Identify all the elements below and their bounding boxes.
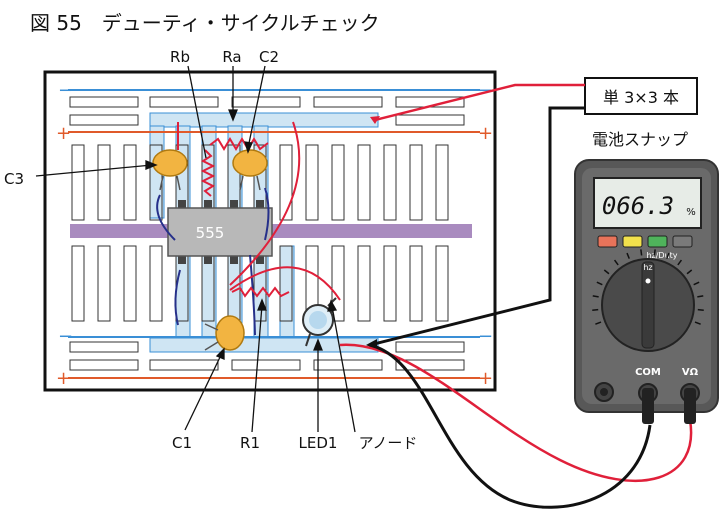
label-pointers [35,65,356,433]
strip-column [409,245,423,322]
meter-com-label: COM [635,367,661,378]
rail-minus-top-right: − [478,80,493,101]
strip-column [71,245,85,322]
probe-black-wire [369,343,652,509]
battery-box [584,77,698,115]
battery-red-wire [374,83,585,122]
rail-minus-bottom-left: − [58,326,73,347]
dial-tick [697,308,704,311]
dial-tick [592,308,599,311]
strip-column [305,144,319,221]
strip-column [97,245,111,322]
meter-button [647,235,668,248]
led1 [302,297,337,347]
battery-snap-label: 電池スナップ [592,130,688,149]
capacitor-c2 [232,149,268,177]
strip-column [357,144,371,221]
rail-minus-bottom-right: − [478,326,493,347]
probe-vohm [684,388,696,424]
meter-button [622,235,643,248]
label-c1: C1 [172,434,192,452]
rail-plus-bottom-left: + [56,368,71,389]
strip-column [97,144,111,221]
label-c3: C3 [4,170,24,188]
capacitor-c3 [152,149,188,177]
dial-tick [653,249,656,256]
strip-column [279,144,293,221]
dial-tick [693,281,700,286]
label-led1: LED1 [299,434,338,452]
meter-vohm-label: VΩ [682,367,699,378]
strip-column [331,144,345,221]
label-ra: Ra [222,48,241,66]
ic-label: 555 [196,224,225,242]
rail-plus-top-right: + [478,123,493,144]
capacitor-c1 [215,315,245,351]
meter-display [593,177,702,229]
strip-column [435,144,449,221]
ic-555: 555 [167,200,273,264]
rail-plus-bottom-right: + [478,368,493,389]
strip-column [71,144,85,221]
strip-column [331,245,345,322]
dial-tick [595,321,602,325]
probe-red-wire [339,343,693,482]
top-rails [68,89,480,133]
capacitors [152,149,268,351]
dial-tick [694,321,701,325]
label-c2: C2 [259,48,279,66]
resistor-rb [200,149,216,197]
meter-unit: % [686,207,696,218]
label-anode: アノード [359,434,418,452]
dial-tick [677,259,683,266]
red-jumpers [177,121,341,301]
multimeter: 066.3 % hz/Duty hz COM VΩ [574,159,719,424]
probe-com [642,388,654,424]
strip-column [383,245,397,322]
meter-reading: 066.3 [602,192,674,220]
battery-red-wire-arrow [370,116,380,124]
rail-plus-top-left: + [56,123,71,144]
meter-function-label: hz/Duty [646,251,677,260]
battery-box-label: 単 3×3 本 [603,88,679,107]
strip-column [123,245,137,322]
strip-column [123,144,137,221]
dial-tick [697,295,704,298]
meter-dial-top-label: hz [643,263,652,272]
terminal-strips [71,144,449,322]
label-r1: R1 [240,434,260,452]
figure-title: 図 55 デューティ・サイクルチェック [30,11,380,35]
strip-column [409,144,423,221]
dial-tick [686,269,693,275]
dial-tick [613,259,619,266]
strip-column [279,245,293,322]
meter-buttons [597,235,693,248]
dial-tick [603,269,610,275]
resistor-r1 [231,286,290,298]
resistor-ra [209,137,269,151]
dial-tick [626,252,630,259]
dial-tick [666,252,670,259]
dial-tick [596,281,603,286]
battery-black-wire [369,106,585,347]
label-rb: Rb [170,48,190,66]
rail-minus-top-left: − [58,80,73,101]
strip-column [435,245,449,322]
meter-dial-pointer [641,261,655,349]
dial-tick [592,295,599,298]
meter-button [597,235,618,248]
strip-column [357,245,371,322]
strip-column [149,245,163,322]
resistors [200,137,290,298]
meter-button [672,235,693,248]
strip-column [383,144,397,221]
dial-tick [640,249,643,256]
blue-jumpers [156,187,270,336]
